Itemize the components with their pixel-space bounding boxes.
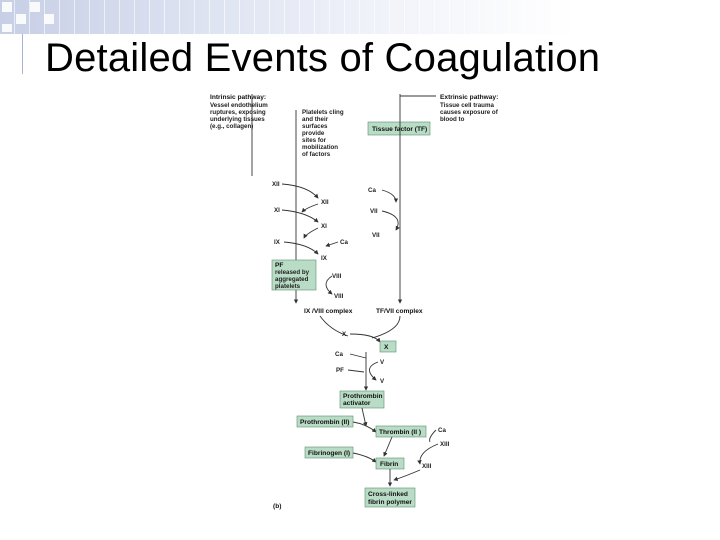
polymer-box [364,487,416,508]
line-pf3 [347,369,365,373]
line-ca-thr [429,429,437,443]
label-activator-1: Prothrombin [343,393,383,400]
extrinsic-line-1: Tissue cell trauma [440,102,494,109]
label-ix-viii-complex: IX /VIII complex [304,308,353,315]
arrow-xia-act [303,227,319,239]
xa-box [379,340,397,353]
arrow-xiiia-act [393,469,421,481]
label-pf3: PF [336,367,344,374]
platelets-line-3: surfaces [302,123,328,130]
line-ca-x [349,353,367,359]
arrow-vii-viia [381,210,400,231]
platelets-line-6: mobilization [302,144,338,151]
label-fibrin: Fibrin [380,461,398,468]
intrinsic-line-2: ruptures, exposing [210,109,266,116]
panel-label: (b) [273,503,281,510]
arrow-fibrinogen-fibrin [352,452,377,463]
slide-title: Detailed Events of Coagulation [45,36,601,80]
label-viii: VIII [332,273,342,280]
label-viiia: VIII [334,293,344,300]
pf3-box-line-1: PF [275,262,283,269]
platelets-line-7: of factors [302,151,331,158]
arrow-viii-viiia [325,275,333,295]
intrinsic-line-4: (e.g., collagen) [210,123,253,130]
label-viia: VII [372,232,380,239]
label-ca-thr: Ca [438,427,446,434]
label-x: X [342,331,347,338]
arrow-activator-act [361,407,368,427]
extrinsic-line-2: causes exposure of [440,109,499,116]
label-ixa: IX [321,255,328,262]
arrow-xi-xia [281,209,319,223]
label-xiii: XIII [440,441,450,448]
label-xiiia: XIII [422,463,432,470]
label-xiia: XII [321,199,329,206]
title-accent-rule [22,34,23,74]
join-right [371,315,401,339]
pf3-box-line-2: released by [275,269,310,276]
thrombin-box [375,425,427,438]
title-bar-decoration [0,0,720,34]
arrow-xiia-act [301,203,319,213]
platelets-line-5: sites for [302,137,327,144]
label-xa: X [384,344,389,351]
label-xi: XI [274,207,280,214]
label-v: V [380,359,385,366]
arrow-xiii-xiiia [417,443,439,465]
label-ca-top: Ca [368,187,376,194]
extrinsic-line-3: blood to [440,116,465,123]
join-left [319,315,349,337]
extrinsic-heading: Extrinsic pathway: [440,94,498,101]
arrow-prothrombin-thrombin [352,421,377,433]
tissue-factor-box [367,121,431,136]
label-activator-2: activator [343,400,371,407]
platelets-line-2: and their [302,116,329,123]
label-ix: IX [274,239,281,246]
intrinsic-line-3: underlying tissues [210,116,265,123]
label-prothrombin: Prothrombin (II) [300,419,349,426]
label-va: V [380,378,385,385]
pf3-box-line-3: aggregated [275,276,309,283]
arrow-x-xa [349,333,381,343]
arrow-xii-xiia [281,183,319,199]
intrinsic-heading: Intrinsic pathway: [210,94,266,101]
label-fibrinogen: Fibrinogen (I) [308,450,350,457]
label-ca-ix: Ca [340,239,348,246]
platelets-line-4: provide [302,130,325,137]
arrow-ix-ixa [283,241,319,255]
label-xia: XI [321,223,327,230]
fibrinogen-box [304,446,354,459]
label-vii: VII [370,208,378,215]
label-xii: XII [272,181,280,188]
arrow-thrombin-act [383,436,393,457]
platelets-line-1: Platelets cling [302,109,344,116]
pf3-box-line-4: platelets [275,283,301,290]
label-thrombin: Thrombin (II ) [379,429,421,436]
label-polymer-2: fibrin polymer [368,499,412,506]
arrow-ca-top [381,189,399,203]
intrinsic-line-1: Vessel endothelium [210,102,268,109]
arrow-ca-ix [325,241,339,247]
label-polymer-1: Cross-linked [368,491,408,498]
prothrombin-box [296,415,354,428]
pf3-box [271,259,317,291]
arrow-v-va [369,361,379,381]
label-ca-x: Ca [335,351,343,358]
label-tf-vii-complex: TF/VII complex [376,308,423,315]
